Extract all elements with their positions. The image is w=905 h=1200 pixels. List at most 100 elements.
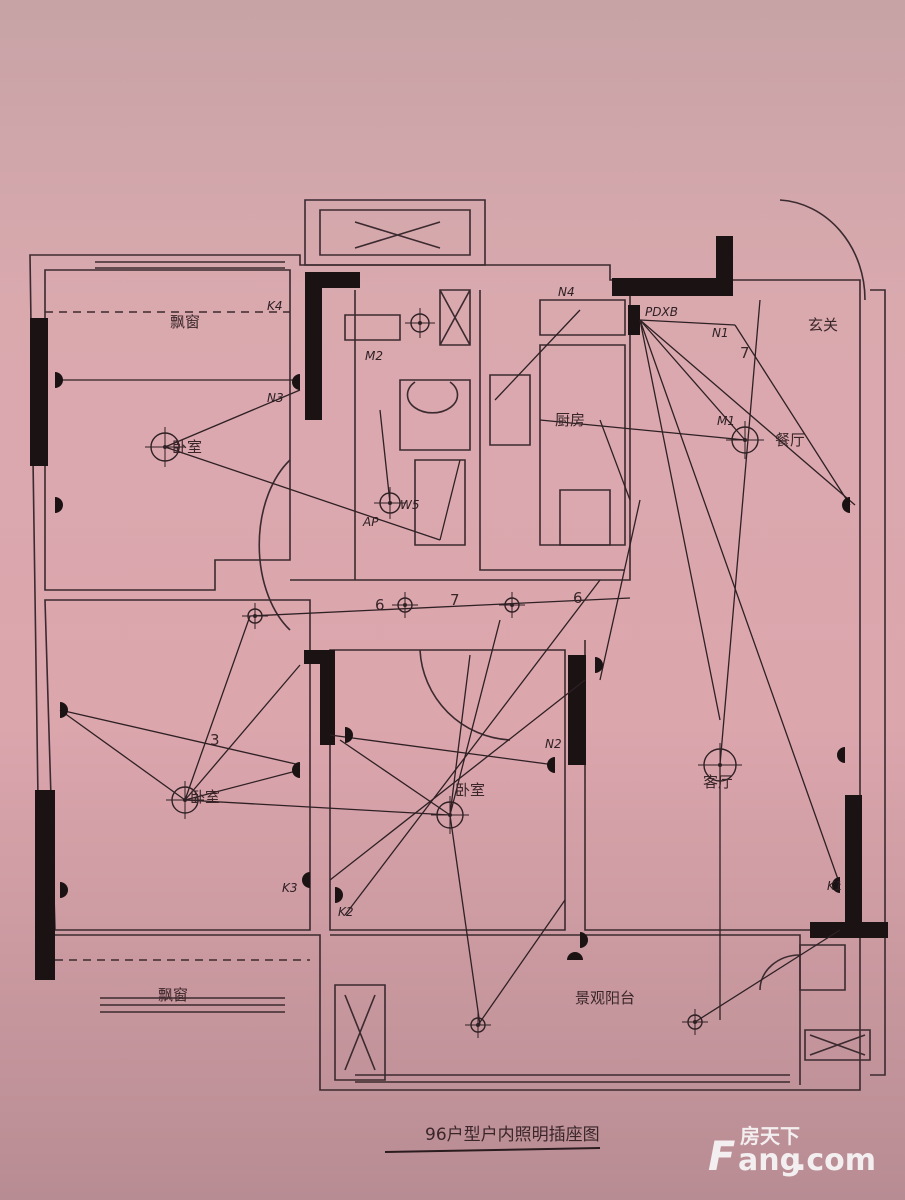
panel-label: PDXB [645, 305, 678, 319]
wire [639, 319, 721, 721]
wire [639, 319, 856, 506]
ceiling-light-icon [465, 1012, 491, 1038]
structural-columns [30, 236, 888, 980]
circuit-7a: 7 [450, 591, 460, 609]
room-bay-window-top: 飘窗 [170, 313, 200, 331]
code-k1: K1 [827, 879, 843, 893]
code-n1: N1 [712, 326, 729, 340]
circuit-6a: 6 [375, 596, 385, 614]
wire [694, 929, 841, 1023]
socket-icon [580, 932, 588, 948]
socket-icon [842, 497, 850, 513]
ceiling-light-icon [242, 603, 268, 629]
watermark-f: F [708, 1134, 735, 1180]
ceiling-light-icon [405, 308, 435, 338]
socket-icon [837, 747, 845, 763]
room-balcony: 景观阳台 [575, 989, 635, 1007]
drawing-title: 96户型户内照明插座图 [384, 1125, 601, 1153]
wire [449, 654, 471, 816]
drawing-title-text: 96户型户内照明插座图 [425, 1125, 600, 1145]
wire [164, 446, 441, 541]
wire [639, 319, 746, 441]
watermark-cn: 房天下 [740, 1124, 800, 1148]
room-dining: 餐厅 [775, 431, 805, 449]
code-m2: M2 [365, 349, 383, 363]
ceiling-light-icon [374, 487, 406, 519]
socket-icon [567, 952, 583, 960]
room-bedroom-upper-left: 卧室 [172, 438, 202, 456]
circuit-codes: PDXB N1 N2 N3 N4 M1 M2 K1 K2 K3 K4 AP W5… [210, 285, 843, 919]
ceiling-light-icon [145, 427, 185, 467]
circuit-6b: 6 [573, 589, 583, 607]
ceiling-light-icon [431, 796, 469, 834]
wire [184, 799, 451, 816]
socket-icon [335, 887, 343, 903]
wire [59, 709, 186, 801]
room-entrance: 玄关 [808, 316, 838, 334]
wire [329, 734, 556, 766]
wire [249, 597, 631, 617]
wire [59, 709, 301, 766]
socket-icon [345, 727, 353, 743]
wire [339, 739, 451, 816]
code-k3: K3 [282, 881, 298, 895]
wire [379, 409, 391, 504]
socket-icon [595, 657, 603, 673]
wire [477, 899, 566, 1026]
wire [599, 419, 631, 501]
fixtures [55, 308, 850, 1038]
ceiling-light-icon [166, 781, 204, 819]
ceiling-light-icon [682, 1009, 708, 1035]
wire [719, 299, 761, 766]
watermark-ang: ang [738, 1143, 801, 1178]
wire [184, 615, 251, 801]
fang-watermark: F 房天下 ang .com [708, 1124, 876, 1180]
ceiling-light-icon [698, 743, 742, 787]
socket-icon [60, 882, 68, 898]
circuit-3: 3 [210, 731, 220, 749]
wire [184, 664, 301, 801]
wire [439, 459, 461, 541]
room-bedroom-lower-left: 卧室 [190, 788, 220, 806]
wire [184, 769, 301, 801]
wire [494, 309, 581, 401]
wire [539, 419, 746, 441]
socket-icon [60, 702, 68, 718]
room-kitchen: 厨房 [555, 411, 585, 429]
wire [734, 324, 851, 506]
ceiling-light-icon [392, 592, 418, 618]
code-k2: K2 [338, 905, 354, 919]
code-n4: N4 [558, 285, 575, 299]
wire [329, 679, 586, 881]
code-w5: W5 [400, 498, 420, 512]
wire [164, 389, 301, 448]
code-m1: M1 [717, 414, 735, 428]
socket-icon [292, 374, 300, 390]
wire [344, 579, 601, 916]
code-n2: N2 [545, 737, 562, 751]
wire [639, 319, 841, 886]
socket-icon [292, 762, 300, 778]
socket-icon [55, 497, 63, 513]
circuit-7b: 7 [740, 344, 750, 362]
socket-icon [55, 372, 63, 388]
room-labels: 飘窗 飘窗 卧室 卧室 卧室 厨房 餐厅 玄关 客厅 景观阳台 [158, 313, 838, 1007]
watermark-com: .com [795, 1143, 876, 1178]
wiring [55, 299, 856, 1026]
wire [449, 814, 481, 1026]
socket-icon [547, 757, 555, 773]
code-ap: AP [362, 515, 379, 529]
code-n3: N3 [267, 391, 284, 405]
room-bedroom-middle: 卧室 [455, 781, 485, 799]
wire [599, 499, 641, 681]
room-bay-window-bottom: 飘窗 [158, 986, 188, 1004]
room-living: 客厅 [703, 773, 733, 791]
walls [29, 199, 886, 1091]
socket-icon [302, 872, 310, 888]
ceiling-light-icon [726, 421, 764, 459]
ceiling-light-icon [499, 592, 525, 618]
socket-icon [832, 877, 840, 893]
wire [449, 619, 501, 816]
wire [639, 319, 736, 326]
